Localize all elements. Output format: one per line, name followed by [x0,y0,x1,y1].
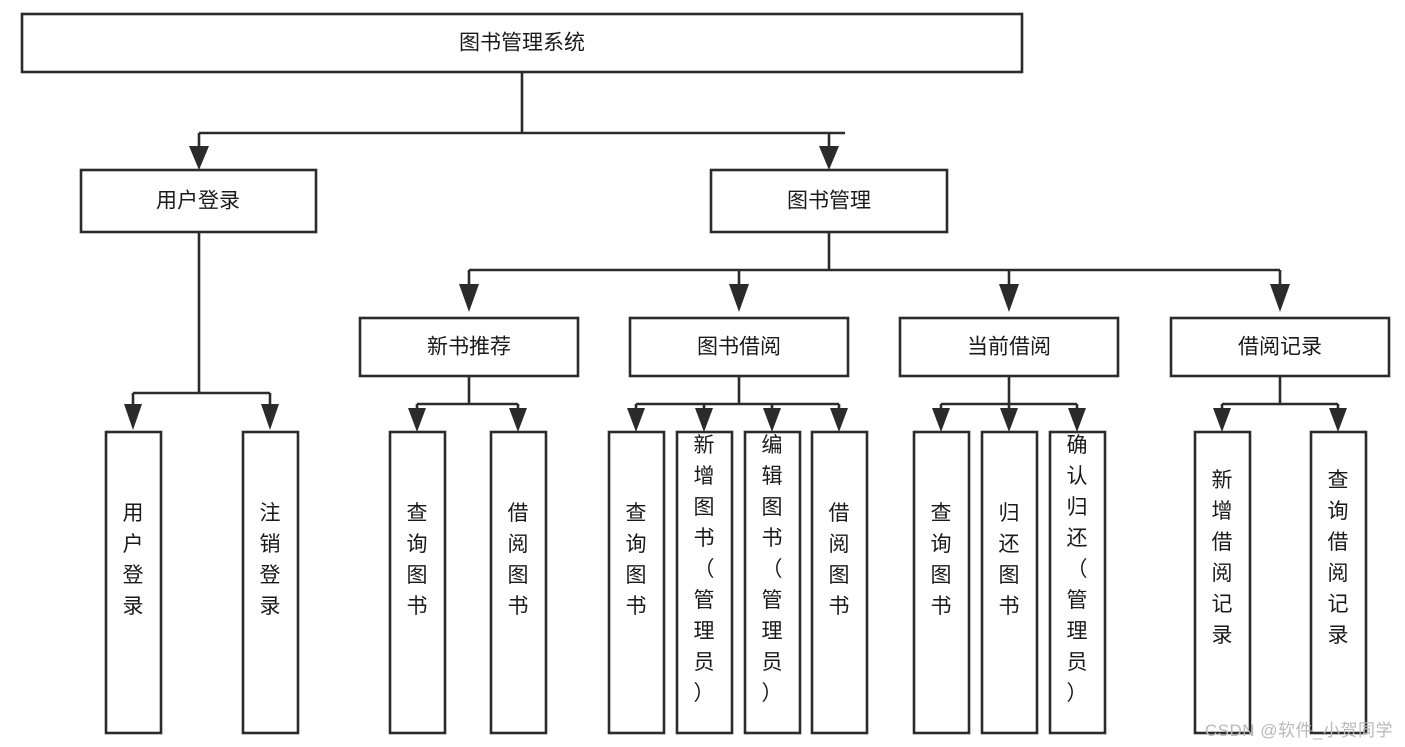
node-user-login-label: 用户登录 [156,190,240,213]
leaf-bb-edit-book[interactable]: 编辑图书（管理员） [743,430,802,735]
leaf-nb-query-book-box[interactable] [388,430,447,735]
leaf-cb-confirm-return-box[interactable] [1048,430,1107,735]
node-book-management[interactable]: 图书管理 [709,168,949,234]
connector-group-bookborrow [627,376,848,432]
arrowhead-borrowrecord [1270,284,1290,312]
arrowhead-nb-leaf1 [408,408,426,432]
leaf-cb-return-book[interactable]: 归还图书 [980,430,1039,735]
node-root-book-management-system[interactable]: 图书管理系统 [20,12,1024,74]
node-book-management-box[interactable] [709,168,949,234]
leaf-br-add-record-label: 新增借阅记录 [1212,469,1233,647]
leaf-nb-borrow-book-box[interactable] [489,430,548,735]
leaf-bb-borrow-book[interactable]: 借阅图书 [810,430,869,735]
arrowhead-br-leaf1 [1213,408,1231,432]
leaf-cb-confirm-return-label: 确认归还（管理员） [1067,434,1088,705]
leaf-cb-return-book-label: 归还图书 [999,502,1020,618]
node-user-login-box[interactable] [79,168,318,234]
leaf-user-login-box[interactable] [104,430,163,735]
leaf-br-add-record-box[interactable] [1193,430,1252,735]
node-book-borrow-box[interactable] [628,316,850,378]
arrowhead-leaf-user-login [124,404,142,430]
node-current-borrow-label: 当前借阅 [967,336,1051,359]
arrowhead-bb-leaf3 [763,408,781,432]
arrowhead-userlogin [189,146,209,170]
connector-group-bookmgmt [459,232,1290,312]
node-borrow-record[interactable]: 借阅记录 [1169,316,1391,378]
node-new-book-recommend-label: 新书推荐 [427,336,511,359]
arrowhead-nb-leaf2 [509,408,527,432]
node-borrow-record-label: 借阅记录 [1238,336,1322,359]
arrowhead-bookmgmt [819,146,839,170]
connector-group-root [189,72,845,170]
arrowhead-cb-leaf1 [932,408,950,432]
arrowhead-bb-leaf2 [695,408,713,432]
arrowhead-cb-leaf3 [1068,408,1086,432]
arrowhead-cb-leaf2 [1000,408,1018,432]
leaf-cb-query-book-box[interactable] [912,430,971,735]
leaf-bb-edit-book-box[interactable] [743,430,802,735]
leaf-nb-query-book-label: 查询图书 [407,502,428,618]
leaf-br-query-record[interactable]: 查询借阅记录 [1309,430,1368,735]
arrowhead-leaf-logout [261,404,279,430]
leaf-cb-query-book-label: 查询图书 [931,502,952,618]
node-new-book-recommend-box[interactable] [358,316,580,378]
node-user-login[interactable]: 用户登录 [79,168,318,234]
leaf-bb-add-book[interactable]: 新增图书（管理员） [675,430,734,735]
node-borrow-record-box[interactable] [1169,316,1391,378]
leaf-cb-query-book[interactable]: 查询图书 [912,430,971,735]
leaf-bb-borrow-book-box[interactable] [810,430,869,735]
connector-group-userlogin [124,232,279,430]
leaf-logout-box[interactable] [241,430,300,735]
arrowhead-bookborrow [729,284,749,312]
node-root-box[interactable] [20,12,1024,74]
leaf-cb-return-book-box[interactable] [980,430,1039,735]
leaf-br-add-record[interactable]: 新增借阅记录 [1193,430,1252,735]
arrowhead-currentborrow [999,284,1019,312]
leaf-user-login[interactable]: 用户登录 [104,430,163,735]
connector-group-borrowrecord [1213,376,1347,432]
node-current-borrow[interactable]: 当前借阅 [898,316,1120,378]
arrowhead-newbook [459,284,479,312]
node-book-management-label: 图书管理 [787,190,871,213]
leaf-bb-edit-book-label: 编辑图书（管理员） [762,434,783,705]
leaf-bb-query-book-box[interactable] [607,430,666,735]
leaf-bb-query-book[interactable]: 查询图书 [607,430,666,735]
leaf-cb-confirm-return[interactable]: 确认归还（管理员） [1048,430,1107,735]
arrowhead-br-leaf2 [1329,408,1347,432]
leaf-user-login-label: 用户登录 [123,502,144,618]
leaf-nb-borrow-book[interactable]: 借阅图书 [489,430,548,735]
connector-group-newbook [408,376,527,432]
leaf-nb-borrow-book-label: 借阅图书 [508,502,529,618]
leaf-bb-add-book-box[interactable] [675,430,734,735]
node-book-borrow[interactable]: 图书借阅 [628,316,850,378]
leaf-bb-query-book-label: 查询图书 [626,502,647,618]
node-root-label: 图书管理系统 [459,32,585,55]
leaf-bb-borrow-book-label: 借阅图书 [829,502,850,618]
arrowhead-bb-leaf4 [830,408,848,432]
leaf-bb-add-book-label: 新增图书（管理员） [694,434,715,705]
connector-group-currentborrow [932,376,1086,432]
node-book-borrow-label: 图书借阅 [697,336,781,359]
node-current-borrow-box[interactable] [898,316,1120,378]
leaf-br-query-record-label: 查询借阅记录 [1328,469,1349,647]
leaf-logout[interactable]: 注销登录 [241,430,300,735]
leaf-nb-query-book[interactable]: 查询图书 [388,430,447,735]
leaf-logout-label: 注销登录 [260,502,281,618]
leaf-br-query-record-box[interactable] [1309,430,1368,735]
arrowhead-bb-leaf1 [627,408,645,432]
node-new-book-recommend[interactable]: 新书推荐 [358,316,580,378]
